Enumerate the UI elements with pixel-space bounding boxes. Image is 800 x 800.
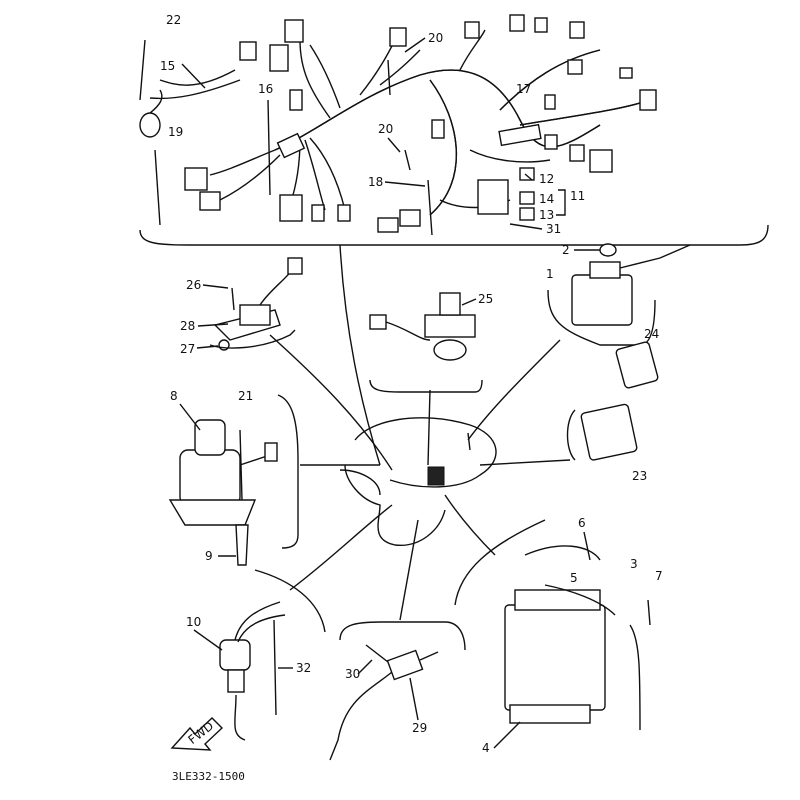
part-24-relay: [615, 341, 659, 389]
callout-19: 19: [168, 125, 183, 139]
callout-26: 26: [186, 278, 201, 292]
leader-lines: [269, 244, 571, 621]
callout-9: 9: [205, 549, 213, 563]
part-25-relay: [369, 292, 483, 393]
callout-14: 14: [539, 192, 554, 206]
part-10-neutral-switch: [219, 569, 326, 741]
callout-leaders: [179, 37, 600, 749]
callout-27: 27: [180, 342, 195, 356]
callout-4: 4: [482, 741, 490, 755]
part-8-main-switch: [168, 394, 299, 566]
callout-30: 30: [345, 667, 360, 681]
callout-1: 1: [546, 267, 554, 281]
callout-23: 23: [632, 469, 647, 483]
part-23-control-unit: [566, 403, 638, 461]
callout-28: 28: [180, 319, 195, 333]
callout-5: 5: [570, 571, 578, 585]
callout-11: 11: [570, 189, 585, 203]
callout-32: 32: [296, 661, 311, 675]
callout-21: 21: [238, 389, 253, 403]
part-29-sensor: [329, 621, 466, 761]
part-4-battery: [454, 519, 651, 731]
callout-18: 18: [368, 175, 383, 189]
callout-31: 31: [546, 222, 561, 236]
callout-labels: 22 15 19 16 20 20 17 18 12 14 13 11 31 2…: [160, 13, 663, 783]
callout-17: 17: [516, 82, 531, 96]
callout-6: 6: [578, 516, 586, 530]
frame-sketch: [339, 417, 497, 546]
wire-harness-illustration: [139, 14, 657, 236]
part-1-starter-relay: [547, 243, 691, 346]
callout-8: 8: [170, 389, 178, 403]
harness-bracket: [139, 224, 769, 246]
callout-22: 22: [166, 13, 181, 27]
part-28-bracket: [209, 257, 303, 351]
fwd-arrow-icon: FWD: [170, 717, 224, 751]
callout-29: 29: [412, 721, 427, 735]
callout-15: 15: [160, 59, 175, 73]
callout-25: 25: [478, 292, 493, 306]
callout-13: 13: [539, 208, 554, 222]
callout-3: 3: [630, 557, 638, 571]
callout-10: 10: [186, 615, 201, 629]
callout-12: 12: [539, 172, 554, 186]
callout-2: 2: [562, 243, 570, 257]
diagram-code: 3LE332-1500: [172, 770, 245, 783]
callout-24: 24: [644, 327, 659, 341]
callout-7: 7: [655, 569, 663, 583]
callout-20-middle: 20: [378, 122, 393, 136]
callout-16: 16: [258, 82, 273, 96]
callout-20-top: 20: [428, 31, 443, 45]
